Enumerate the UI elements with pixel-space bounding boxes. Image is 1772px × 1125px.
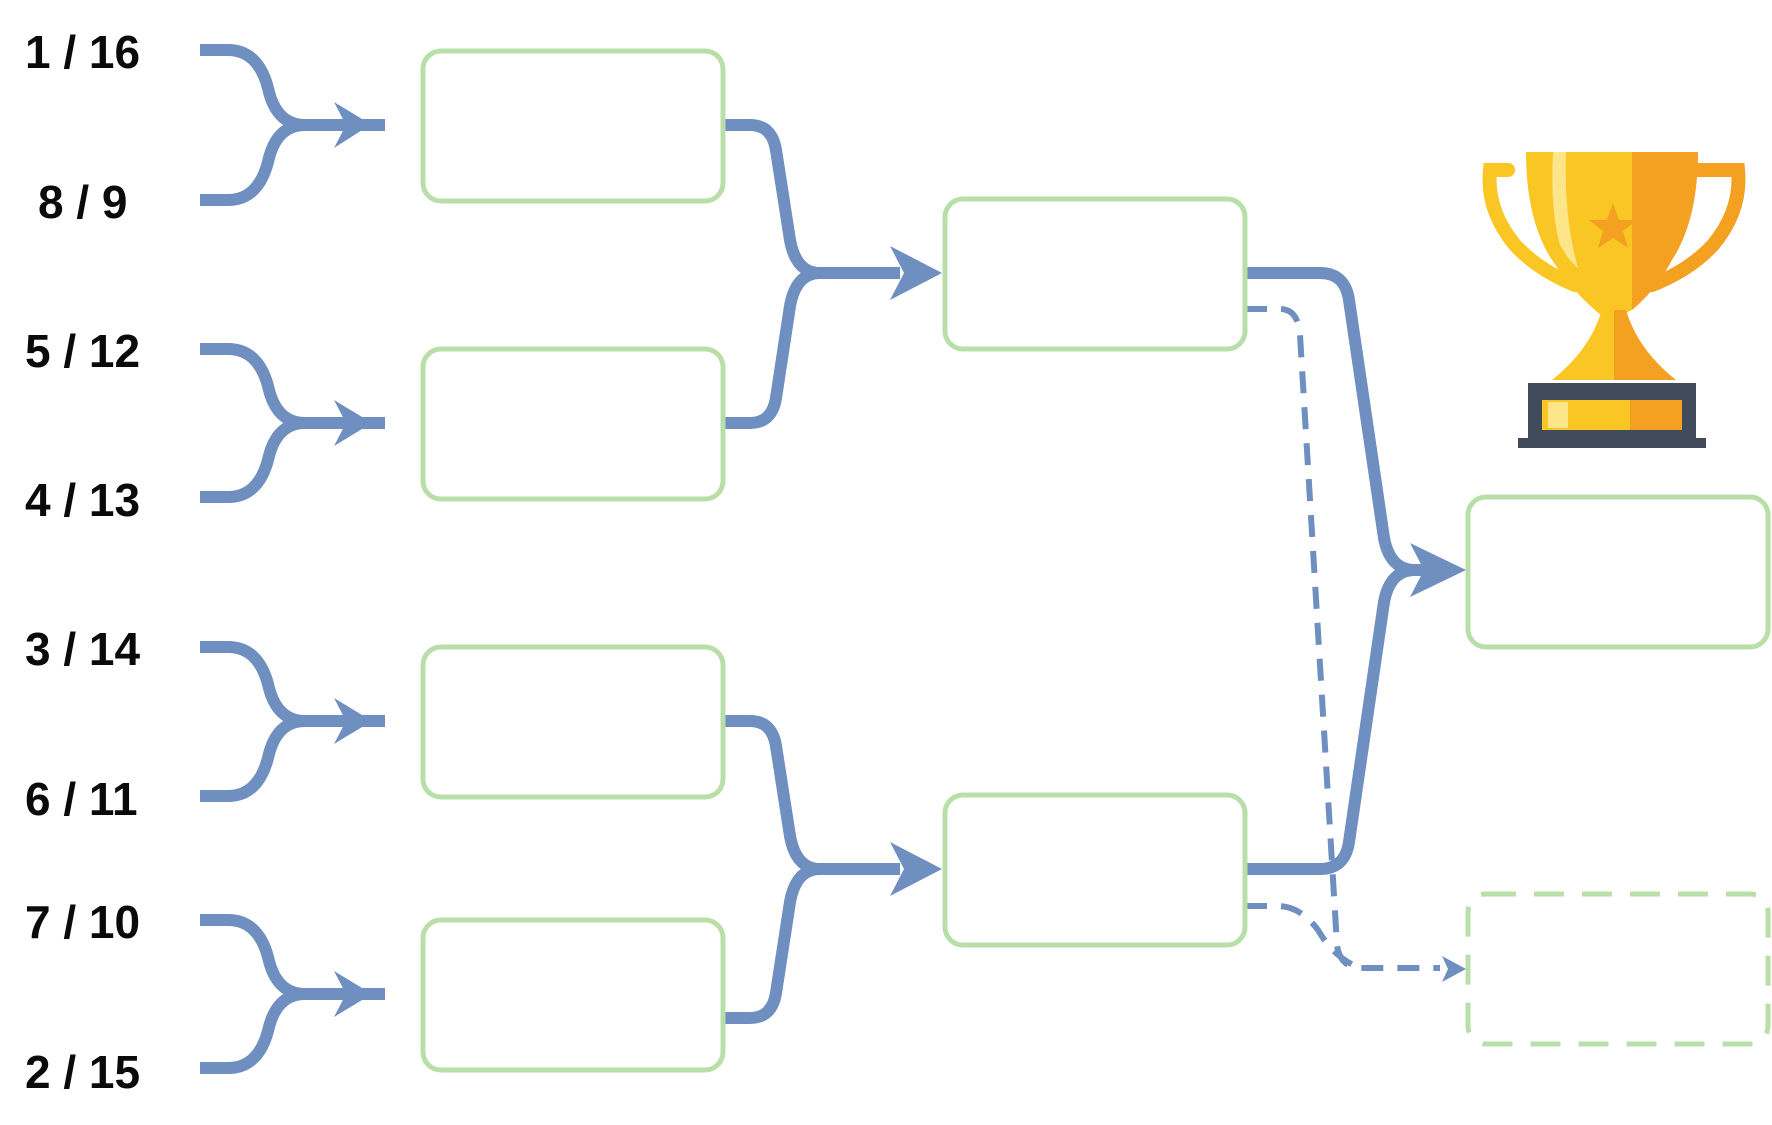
trophy-stem-right bbox=[1614, 310, 1676, 380]
trophy-handle-left bbox=[1482, 163, 1582, 292]
arrow-head-sf-top bbox=[890, 246, 942, 300]
trophy-plate-right bbox=[1630, 400, 1682, 430]
trophy-cup-right bbox=[1632, 152, 1698, 310]
arrow-head-pair-2 bbox=[334, 400, 372, 446]
seed-labels: 1 / 16 8 / 9 5 / 12 4 / 13 3 / 14 6 / 11… bbox=[25, 26, 141, 1098]
trophy-stem-left bbox=[1552, 310, 1614, 380]
seed-label-3: 5 / 12 bbox=[25, 325, 140, 377]
match-boxes bbox=[420, 48, 1771, 1073]
seed-label-5: 3 / 14 bbox=[25, 623, 141, 675]
arrow-head-sf-bottom bbox=[890, 842, 942, 896]
connector-qf-bottom bbox=[723, 715, 900, 1024]
semifinal-box-2[interactable] bbox=[942, 792, 1248, 948]
connector-pair-3 bbox=[200, 641, 385, 802]
trophy-base-foot bbox=[1518, 438, 1706, 448]
arrow-head-pair-3 bbox=[334, 698, 372, 744]
connector-sf-to-final bbox=[1245, 267, 1428, 875]
round1-connectors bbox=[200, 44, 385, 1074]
connector-qf-top bbox=[723, 119, 900, 429]
quarterfinal-box-4[interactable] bbox=[420, 917, 726, 1073]
arrow-head-third-place bbox=[1442, 956, 1466, 982]
seed-label-7: 7 / 10 bbox=[25, 896, 140, 948]
arrow-head-pair-1 bbox=[334, 102, 372, 148]
seed-label-8: 2 / 15 bbox=[25, 1046, 140, 1098]
trophy-star bbox=[1589, 203, 1637, 248]
quarterfinal-box-1[interactable] bbox=[420, 48, 726, 204]
semifinal-box-1[interactable] bbox=[942, 196, 1248, 352]
seed-label-4: 4 / 13 bbox=[25, 474, 140, 526]
connector-pair-1 bbox=[200, 44, 385, 206]
trophy-highlight bbox=[1552, 152, 1578, 268]
trophy-cup-left bbox=[1526, 152, 1632, 325]
third-place-box[interactable] bbox=[1465, 891, 1771, 1047]
arrow-head-final bbox=[1410, 543, 1466, 597]
round2-connectors bbox=[723, 119, 942, 1024]
arrow-head-pair-4 bbox=[334, 971, 372, 1017]
seed-label-6: 6 / 11 bbox=[25, 773, 138, 825]
final-box[interactable] bbox=[1465, 494, 1771, 650]
seed-label-2: 8 / 9 bbox=[38, 176, 128, 228]
connector-pair-4 bbox=[200, 914, 385, 1074]
trophy-handle-right bbox=[1645, 163, 1746, 292]
trophy-plate-shine bbox=[1548, 402, 1568, 428]
round3-connectors bbox=[1245, 267, 1466, 982]
connector-pair-2 bbox=[200, 343, 385, 503]
trophy-icon bbox=[1482, 152, 1746, 448]
connector-third-place-bottom bbox=[1245, 903, 1362, 971]
seed-label-1: 1 / 16 bbox=[25, 26, 140, 78]
connector-third-place-top bbox=[1245, 306, 1440, 971]
quarterfinal-box-3[interactable] bbox=[420, 644, 726, 800]
quarterfinal-box-2[interactable] bbox=[420, 346, 726, 502]
